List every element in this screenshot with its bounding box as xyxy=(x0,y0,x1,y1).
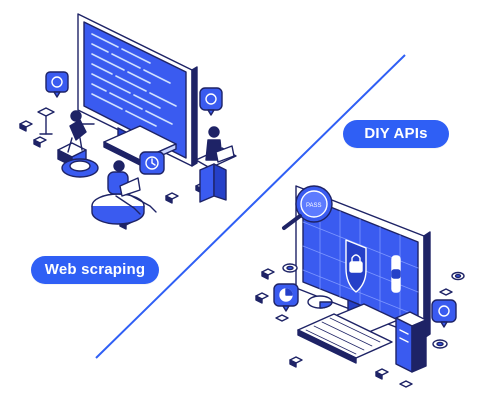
magnifier-text: PASS xyxy=(306,203,322,209)
diy-apis-label: DIY APIs xyxy=(343,120,449,148)
person-with-laptop-icon xyxy=(91,160,157,225)
monitor-side xyxy=(191,66,198,167)
monitor-screen xyxy=(83,21,187,159)
clock-bubble-icon xyxy=(139,151,165,175)
settings-bubble-icon xyxy=(199,87,223,116)
floor-gears xyxy=(282,263,465,349)
diy-apis-illustration: PASS xyxy=(255,185,465,388)
code-lines xyxy=(91,33,177,127)
phone-icon xyxy=(395,311,427,373)
web-scraping-illustration xyxy=(19,13,237,230)
keyboard-icon xyxy=(297,313,393,364)
donut-chart-piece xyxy=(307,295,333,309)
pie-chart-bubble-icon xyxy=(273,283,299,312)
person-standing-icon xyxy=(57,110,95,167)
gear-platform-icon xyxy=(61,158,99,178)
gear-bubble-icon xyxy=(431,299,457,328)
floating-blocks-right xyxy=(255,268,453,388)
magnifier-icon: PASS xyxy=(282,185,333,230)
gear-cube-icon xyxy=(45,71,69,98)
web-scraping-label: Web scraping xyxy=(31,256,159,284)
small-stand xyxy=(37,107,55,135)
person-at-desk-icon xyxy=(195,126,237,203)
shield-lock-icon xyxy=(345,239,367,293)
divider-line xyxy=(95,54,406,359)
